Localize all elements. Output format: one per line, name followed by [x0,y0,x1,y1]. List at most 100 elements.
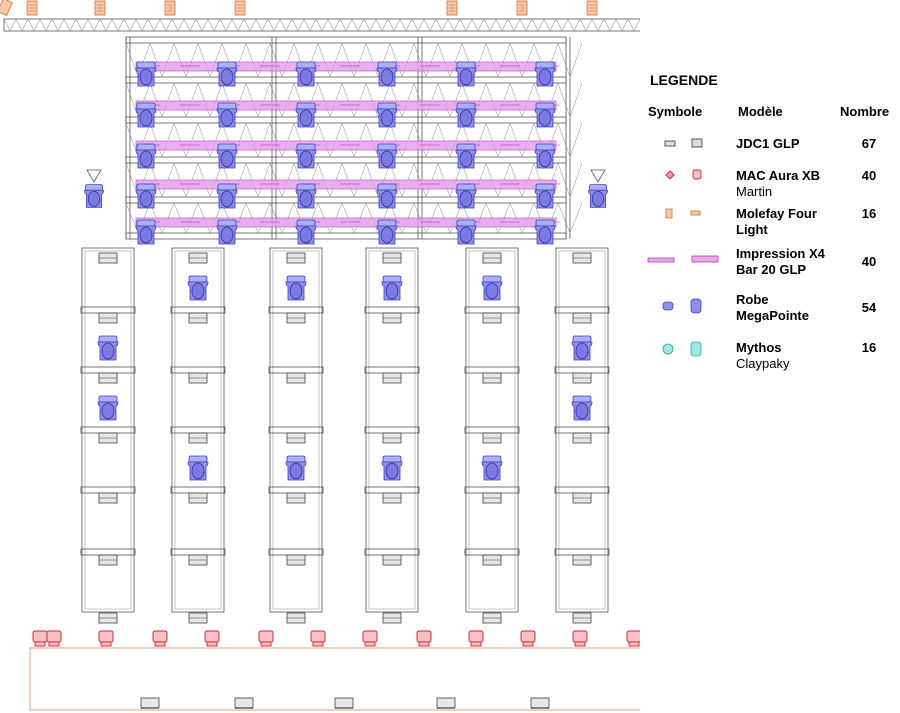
megapointe-fixture [376,219,398,245]
tower-crossbeam [554,306,610,314]
tower-crossbeam [170,366,226,374]
megapointe-fixture [381,455,403,481]
truss-lacing [341,202,367,234]
truss-lacing [459,18,473,32]
truss-lacing [509,162,535,198]
truss-lacing [317,82,343,118]
truss-lacing [149,202,175,234]
truss-lacing [173,82,199,118]
megapointe-fixture [381,275,403,301]
mac-aura-fixture [362,630,378,647]
truss-lacing [219,18,233,32]
tower-crossbeam [464,306,520,314]
jdc1-fixture [382,432,402,444]
truss-lacing [123,18,137,32]
megapointe-fixture [216,219,238,245]
truss-lacing [603,18,617,32]
tower-crossbeam [554,366,610,374]
truss-lacing [245,162,271,198]
truss-lacing [63,18,77,32]
truss-lacing [437,122,463,158]
tower-crossbeam [80,486,136,494]
jdc1-fixture [382,612,402,624]
truss-lacing [173,42,199,78]
jdc1-fixture [286,252,306,264]
truss-lacing [341,122,367,158]
megapointe-fixture [135,183,157,209]
megapointe-fixture [455,143,477,169]
x4-bar-rows [135,61,560,228]
megapointe-fixture [534,183,556,209]
truss-lacing [509,202,535,234]
jdc1-fixture [98,554,118,566]
jdc1-fixture [482,312,502,324]
megapointe-fixture [135,102,157,128]
truss-lacing [315,18,329,32]
truss-lacing [435,18,449,32]
megapointe-fixture [481,455,503,481]
truss-lacing [591,18,605,32]
megapointe-fixture [285,455,307,481]
jdc1-fixture [382,492,402,504]
jdc1-fixture [188,252,208,264]
truss-lacing [557,82,583,118]
truss-lacing [399,18,413,32]
x4-bar [135,61,557,72]
lighting-plot [0,0,640,711]
megapointe-fixture [295,219,317,245]
truss-lacing [245,202,271,234]
truss-lacing [197,202,223,234]
legend-count: 16 [861,206,877,221]
jdc1-fixture [188,612,208,624]
truss-lacing [269,82,295,118]
truss-lacing [327,18,341,32]
truss-lacing [485,202,511,234]
truss-lacing [471,18,485,32]
truss-lacing [389,202,415,234]
truss-lacing [365,82,391,118]
mac-aura-fixture [152,630,168,647]
tower-crossbeam [464,366,520,374]
truss-lacing [317,42,343,78]
truss-beam [125,196,567,204]
megapointe-fixture [455,183,477,209]
truss-lacing [27,18,41,32]
truss-lacing [557,202,583,234]
tower-crossbeam [364,366,420,374]
megapointe-fixture [216,61,238,87]
jdc1-fixture [140,697,160,709]
truss-lacing [555,18,569,32]
truss-lacing [413,82,439,118]
tower-crossbeam [80,306,136,314]
truss-lacing [279,18,293,32]
tower-frame-inner [558,250,606,610]
tower-crossbeam [268,366,324,374]
truss-lacing [341,42,367,78]
upper-megapointe-fixtures [135,61,556,245]
tower-frame [555,247,609,613]
truss-beam [125,76,567,84]
truss-lacing [485,122,511,158]
tower-crossbeam [80,366,136,374]
jdc1-fixture [98,432,118,444]
jdc1-fixture [98,252,118,264]
jdc1-fixture [382,312,402,324]
tower-crossbeam [80,548,136,556]
truss-lacing [111,18,125,32]
truss-lacing [411,18,425,32]
truss-lacing [149,122,175,158]
mac-aura-fixture [46,630,62,647]
truss-lacing [99,18,113,32]
mythos-icon [662,341,702,357]
truss-lacing [365,42,391,78]
megapointe-fixture [376,61,398,87]
truss-lacing [423,18,437,32]
legend-count: 16 [861,340,877,355]
side-fixtures [84,169,608,208]
tower-crossbeam [80,426,136,434]
x4-bar-icon [647,255,719,263]
molefay-fixture [0,0,14,16]
